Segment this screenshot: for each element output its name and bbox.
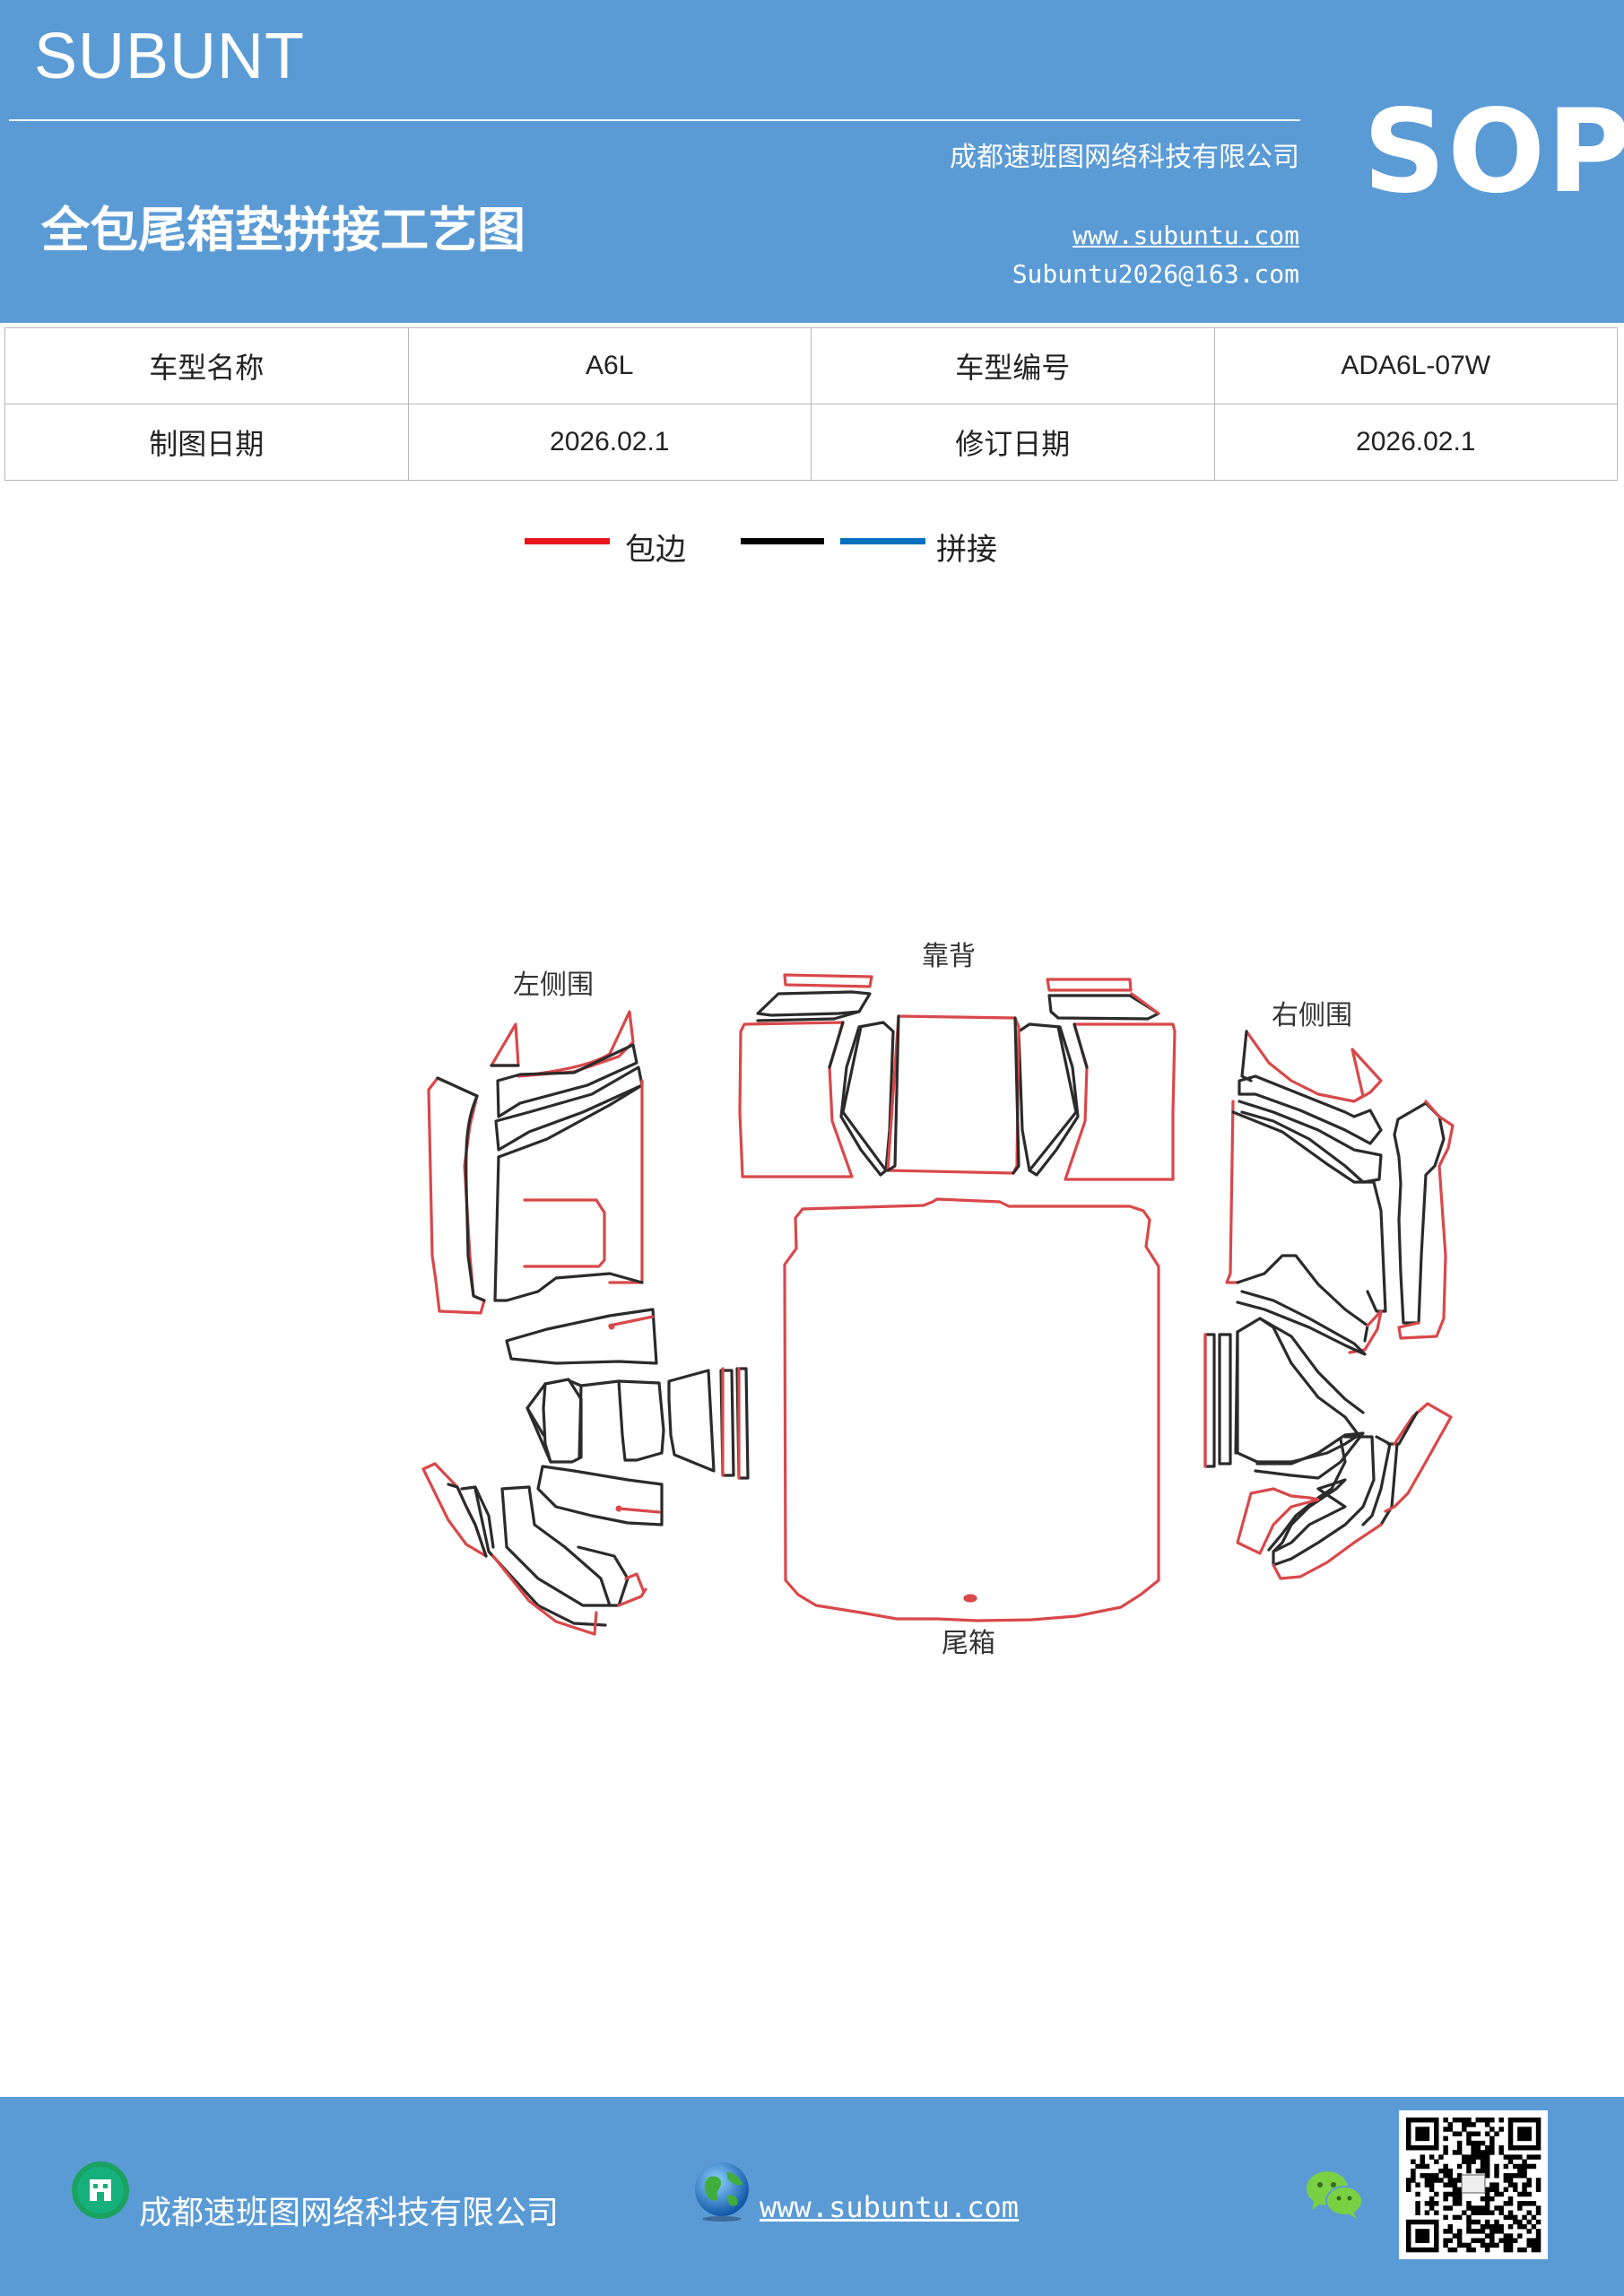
footer-website-link[interactable]: www.subuntu.com <box>760 2190 1019 2224</box>
label-backrest: 靠背 <box>922 941 976 972</box>
wechat-icon <box>1307 2171 1363 2219</box>
company-name: 成都速班图网络科技有限公司 <box>950 142 1299 173</box>
table-row: 车型名称 A6L 车型编号 ADA6L-07W <box>4 327 1618 404</box>
cell-draw-date-label: 制图日期 <box>4 404 409 481</box>
cell-model-name-value: A6L <box>407 327 812 404</box>
backrest-panel <box>738 973 1177 1181</box>
cell-model-code-value: ADA6L-07W <box>1213 327 1618 404</box>
footer-banner: 成都速班图网络科技有限公司 www.subuntu.com <box>0 2097 1624 2296</box>
cell-revise-date-value: 2026.02.1 <box>1213 404 1618 481</box>
email-address: Subuntu2026@163.com <box>1012 259 1299 289</box>
table-row: 制图日期 2026.02.1 修订日期 2026.02.1 <box>4 404 1618 481</box>
legend: 包边 拼接 <box>0 525 1624 570</box>
document-title: 全包尾箱垫拼接工艺图 <box>41 201 525 258</box>
cell-draw-date-value: 2026.02.1 <box>407 404 812 481</box>
label-trunk: 尾箱 <box>942 1628 995 1659</box>
splicing-diagram: 左侧围 靠背 右侧围 尾箱 <box>421 941 1455 1659</box>
right-side-panel <box>1203 1030 1455 1580</box>
label-right-side: 右侧围 <box>1272 1000 1352 1031</box>
website-link[interactable]: www.subuntu.com <box>1073 221 1299 250</box>
legend-label-edge: 包边 <box>625 532 686 568</box>
cell-revise-date-label: 修订日期 <box>811 404 1215 481</box>
header-banner: SUBUNT 成都速班图网络科技有限公司 全包尾箱垫拼接工艺图 www.subu… <box>0 0 1624 323</box>
footer-company: 成都速班图网络科技有限公司 <box>139 2195 560 2231</box>
trunk-panel <box>783 1197 1160 1622</box>
building-icon <box>72 2161 129 2219</box>
header-divider <box>9 119 1300 121</box>
legend-swatch-black <box>741 538 824 544</box>
globe-icon <box>695 2162 749 2222</box>
brand-name: SUBUNT <box>34 21 306 92</box>
label-left-side: 左侧围 <box>513 970 594 1001</box>
legend-label-seam: 拼接 <box>936 532 997 568</box>
sop-badge: SOP <box>1363 85 1624 219</box>
cell-model-name-label: 车型名称 <box>4 327 409 404</box>
legend-swatch-seam <box>840 538 925 544</box>
info-table: 车型名称 A6L 车型编号 ADA6L-07W 制图日期 2026.02.1 修… <box>4 327 1618 481</box>
left-side-panel <box>421 1010 750 1636</box>
qr-code[interactable] <box>1399 2110 1548 2259</box>
legend-swatch-edge <box>525 538 610 544</box>
cell-model-code-label: 车型编号 <box>811 327 1215 404</box>
